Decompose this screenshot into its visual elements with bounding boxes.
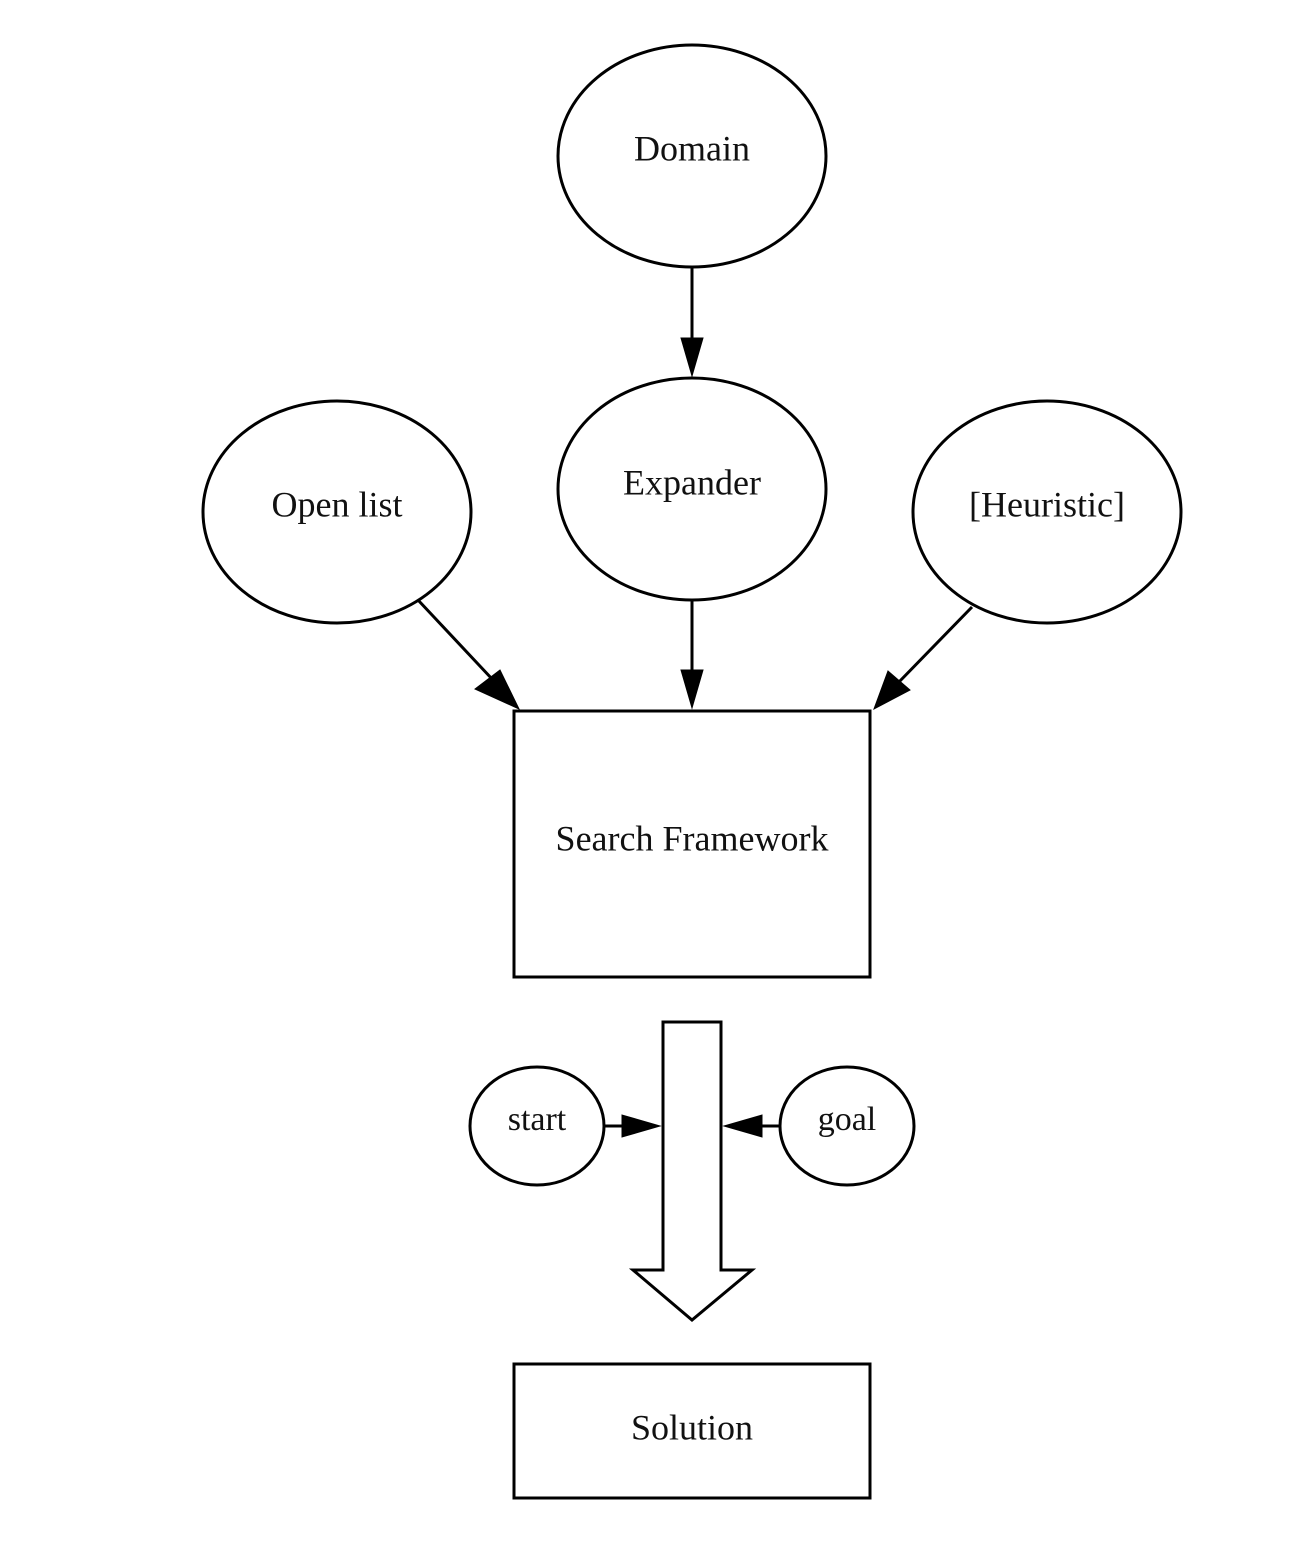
domain-label: Domain <box>634 128 750 168</box>
node-heuristic: [Heuristic] <box>911 399 1183 625</box>
edge-heuristic-search-framework <box>873 605 974 711</box>
arrowhead-icon <box>722 1114 763 1138</box>
search-framework-box <box>512 709 872 979</box>
edge-start-flow <box>604 1114 662 1138</box>
arrowhead-icon <box>680 669 704 710</box>
edge-line <box>416 598 495 682</box>
node-start: start <box>468 1065 606 1187</box>
edge-expander-search-framework <box>680 600 704 710</box>
flow-arrow <box>628 1020 757 1322</box>
node-search-framework: Search Framework <box>512 709 872 979</box>
goal-label: goal <box>818 1101 877 1138</box>
start-label: start <box>508 1101 567 1138</box>
solution-label: Solution <box>631 1407 753 1447</box>
node-solution: Solution <box>512 1362 872 1500</box>
solution-box <box>512 1362 872 1500</box>
arrowhead-icon <box>680 337 704 378</box>
node-domain: Domain <box>556 43 828 269</box>
arrowhead-icon <box>873 670 911 711</box>
search-framework-label: Search Framework <box>556 818 829 858</box>
node-expander: Expander <box>556 376 828 602</box>
node-goal: goal <box>778 1065 916 1187</box>
heuristic-ellipse <box>911 399 1183 625</box>
arrowhead-icon <box>621 1114 662 1138</box>
open-list-label: Open list <box>272 484 403 524</box>
edge-goal-flow <box>722 1114 780 1138</box>
edge-domain-expander <box>680 267 704 378</box>
node-open-list: Open list <box>201 399 473 625</box>
heuristic-label: [Heuristic] <box>969 484 1125 524</box>
expander-label: Expander <box>623 462 761 502</box>
edge-open-list-search-framework <box>416 598 521 711</box>
arrowhead-icon <box>474 669 521 711</box>
edge-line <box>896 605 974 685</box>
open-list-ellipse <box>201 399 473 625</box>
